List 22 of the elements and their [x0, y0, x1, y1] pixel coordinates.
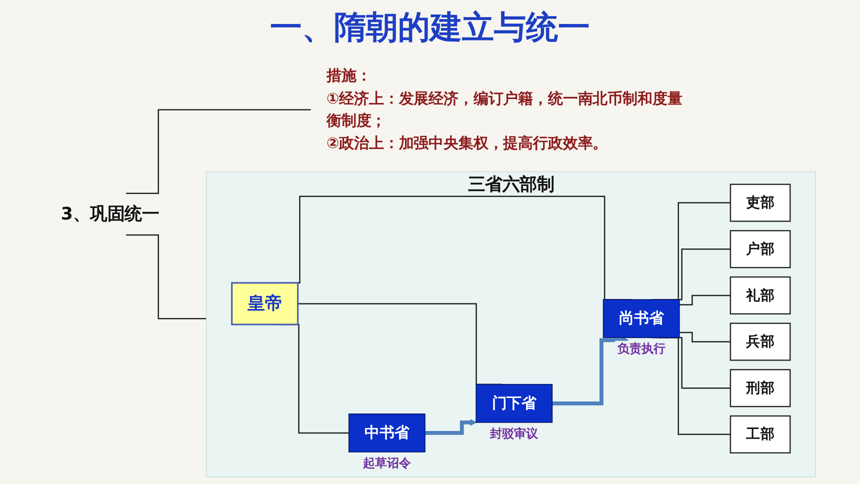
connector [126, 234, 206, 320]
arrow [552, 336, 628, 406]
arrow [424, 418, 476, 435]
connector [126, 109, 310, 194]
connector [679, 294, 730, 306]
node-box: 吏部 [729, 184, 790, 222]
title: 一、隋朝的建立与统一 [270, 8, 590, 46]
node-caption: 起草诏令 [362, 456, 411, 470]
node-box: 礼部 [729, 276, 790, 314]
node-box: 尚书省 [602, 299, 680, 338]
node-text: 措施： ①经济上：发展经济，编订户籍，统一南北币制和度量衡制度； ②政治上：加强中央集权，提高行政效率。 [326, 67, 682, 152]
node-text: 3、巩固统一 [60, 204, 159, 224]
node-box: 工部 [729, 415, 790, 454]
node-box: 中书省 [348, 414, 426, 452]
node-box: 刑部 [729, 369, 790, 408]
connector [679, 332, 730, 342]
node-caption: 封驳审议 [490, 426, 538, 440]
node-caption: 负责执行 [616, 342, 665, 356]
node-box: 兵部 [729, 322, 790, 361]
node-box: 皇帝 [230, 282, 298, 326]
node-box: 户部 [729, 230, 790, 268]
node-box: 门下省 [475, 384, 552, 423]
